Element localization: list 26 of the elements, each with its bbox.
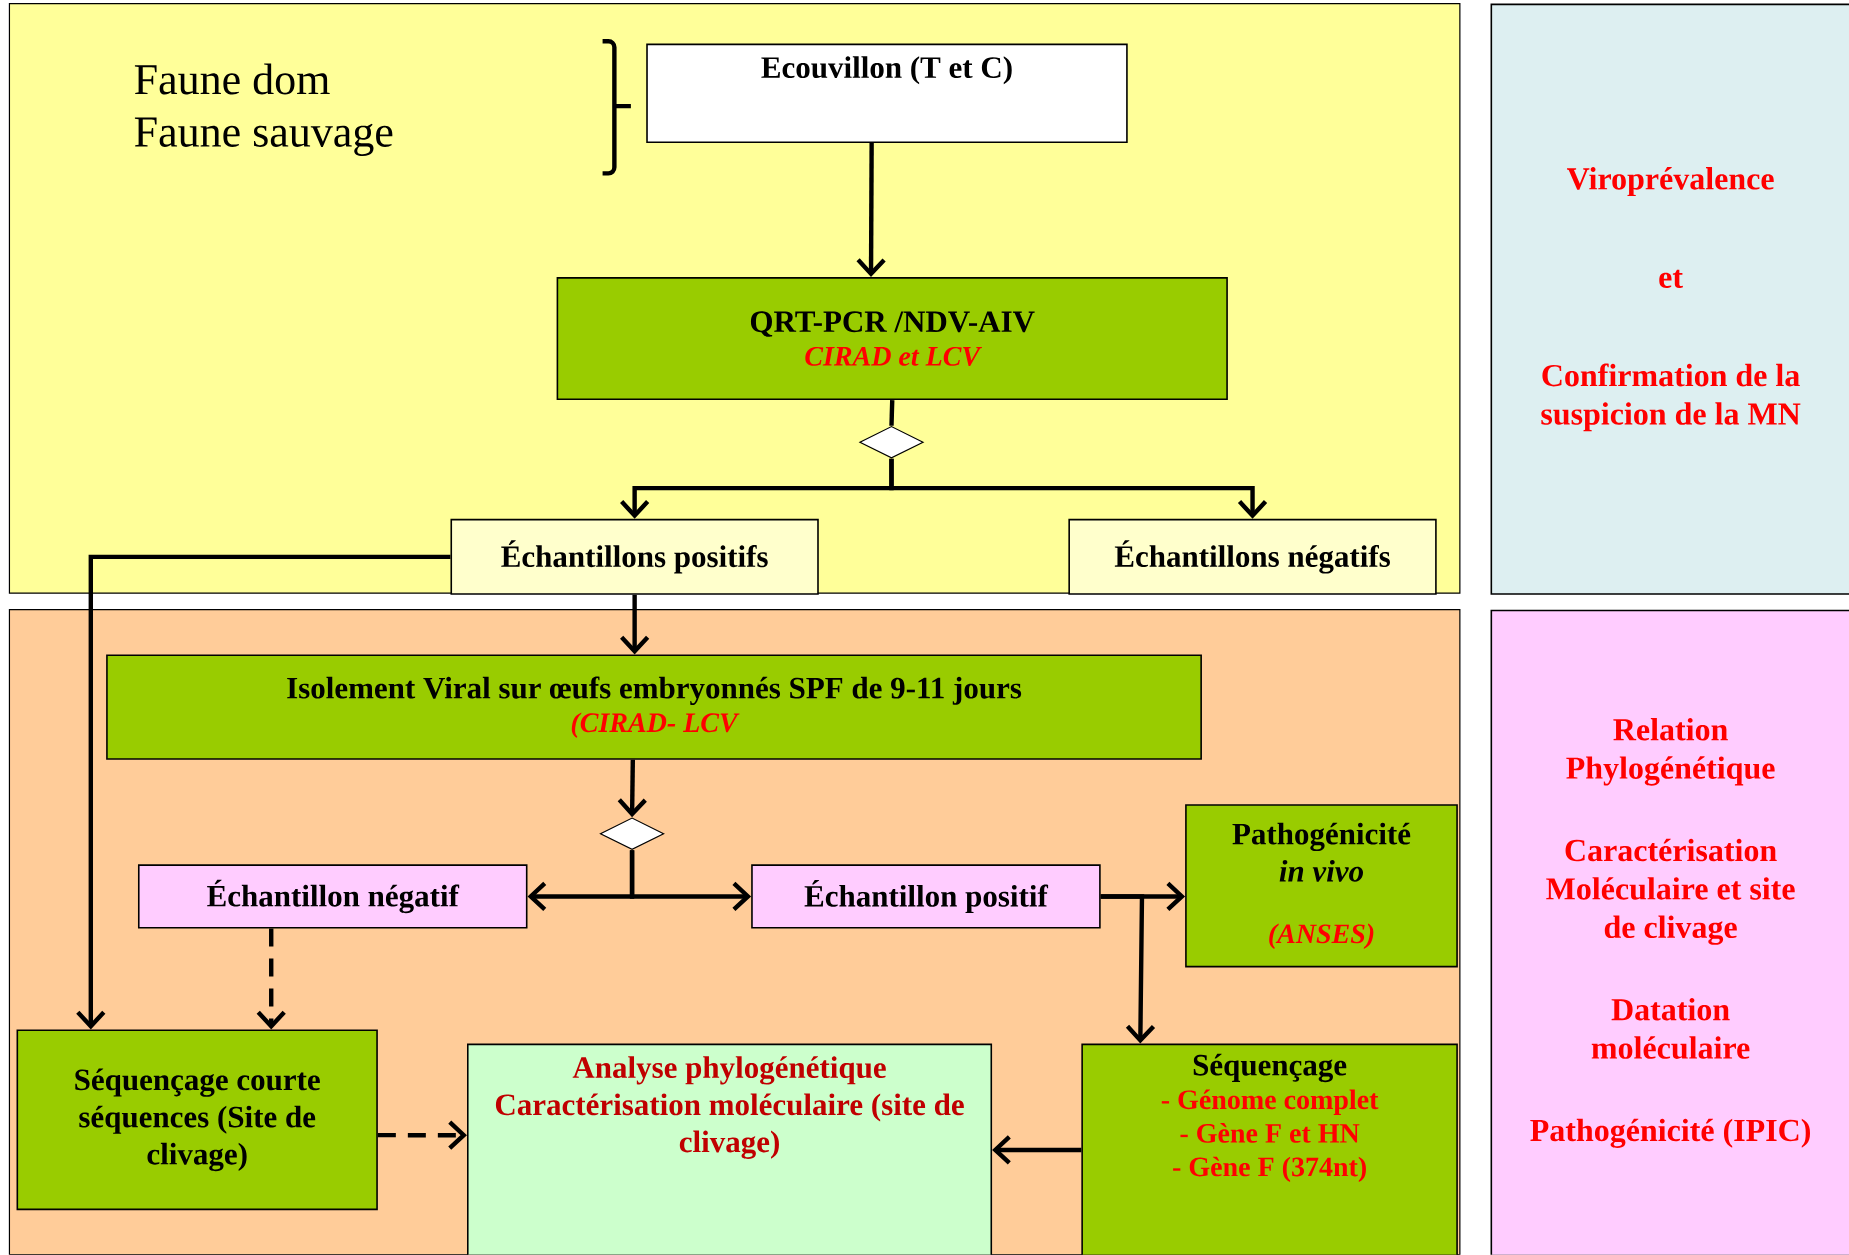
process-box: Isolement Viral sur œufs embryonnés SPF de 9-11 jours (CIRAD- LCV xyxy=(106,654,1202,760)
process-box: Pathogénicité in vivo (ANSES) xyxy=(1185,804,1458,968)
result-box: Échantillon négatif xyxy=(137,864,528,929)
process-box: Ecouvillon (T et C) xyxy=(646,43,1128,144)
arrow xyxy=(620,595,650,655)
process-box: QRT-PCR /NDV-AIV CIRAD et LCV xyxy=(556,277,1228,401)
arrow xyxy=(856,143,886,278)
side-panel: Viroprévalence et Confirmation de la suspicion de la MN xyxy=(1490,3,1849,595)
arrow xyxy=(76,554,451,1030)
decision-diamond xyxy=(599,817,665,851)
result-box: Échantillons négatifs xyxy=(1068,519,1437,595)
group-label: Faune sauvage xyxy=(134,117,393,157)
arrow xyxy=(629,850,752,912)
arrow xyxy=(1100,894,1156,1044)
result-box: Analyse phylogénétique Caractérisation moléculaire (site de clivage) xyxy=(466,1043,993,1255)
dashed-arrow xyxy=(256,928,286,1030)
group-label: Faune dom xyxy=(134,63,330,95)
side-panel: Relation Phylogénétique Caractérisation Moléculaire et site de clivage Datation moléculaire Pathogénicité (IPIC) xyxy=(1490,609,1849,1255)
result-box: Échantillon positif xyxy=(751,864,1101,929)
process-box: Séquençage - Génome complet - Gène F et HN - Gène F (374nt) xyxy=(1081,1043,1458,1255)
connector-line xyxy=(889,400,895,426)
arrow xyxy=(889,458,1268,519)
arrow xyxy=(992,1135,1082,1165)
dashed-arrow xyxy=(377,1120,467,1150)
result-box: Échantillons positifs xyxy=(450,519,819,595)
process-box: Séquençage courte séquences (Site de clivage) xyxy=(16,1029,378,1211)
